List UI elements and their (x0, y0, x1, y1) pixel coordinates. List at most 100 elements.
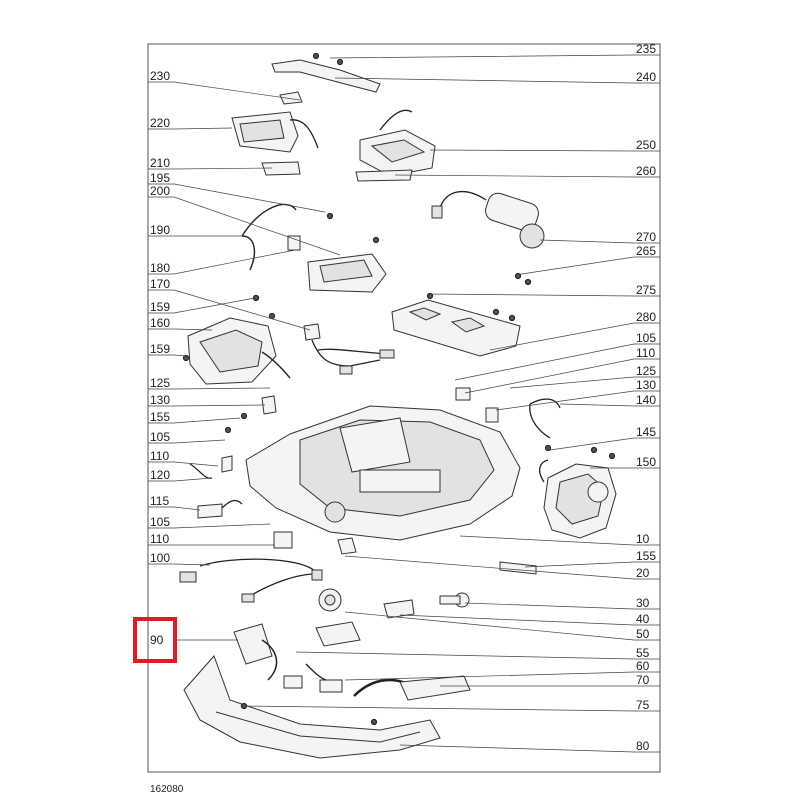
leader-line (489, 322, 660, 351)
leader-line (329, 54, 660, 59)
leader-line (429, 149, 660, 152)
callout-label: 159 (150, 342, 170, 356)
callout-c125b: 125 (509, 364, 660, 389)
callout-label: 170 (150, 277, 170, 291)
callout-c70: 70 (440, 673, 660, 687)
callout-label: 80 (636, 739, 650, 753)
leader-line (399, 614, 660, 626)
callout-c200: 200 (148, 184, 341, 256)
callout-label: 20 (636, 566, 650, 580)
leader-line (148, 461, 219, 467)
parts-artwork (179, 52, 617, 759)
callout-c40: 40 (399, 612, 660, 626)
callout-label: 220 (150, 116, 170, 130)
callout-label: 195 (150, 171, 170, 185)
leader-line (514, 256, 660, 276)
callout-label: 250 (636, 138, 656, 152)
leader-line (148, 167, 273, 170)
callout-label: 260 (636, 164, 656, 178)
callout-c220: 220 (148, 116, 233, 130)
leader-line (464, 602, 660, 610)
callout-label: 115 (150, 494, 169, 508)
callout-c275: 275 (429, 283, 660, 297)
leader-line (148, 387, 271, 390)
callout-label-90: 90 (150, 633, 164, 647)
callout-label: 280 (636, 310, 656, 324)
callout-c110b: 110 (148, 532, 275, 546)
leader-line (148, 439, 226, 444)
callout-label: 125 (150, 376, 170, 390)
leader-line (344, 555, 660, 580)
callout-c190: 190 (148, 223, 242, 237)
callout-label: 145 (636, 425, 656, 439)
callout-c20: 20 (344, 555, 660, 580)
callout-c60: 60 (344, 659, 660, 681)
callout-c120: 120 (148, 468, 213, 482)
leader-line (148, 196, 341, 256)
callout-label: 105 (150, 430, 170, 444)
callout-label: 30 (636, 596, 650, 610)
callout-c125a: 125 (148, 376, 271, 390)
leader-line (148, 297, 256, 314)
callout-label: 110 (150, 449, 169, 463)
callout-c195: 195 (148, 171, 326, 213)
leader-line (539, 239, 660, 244)
callout-label: 200 (150, 184, 170, 198)
leader-line (148, 404, 266, 407)
callout-label: 40 (636, 612, 650, 626)
callout-c159a: 159 (148, 297, 256, 314)
callout-label: 159 (150, 300, 170, 314)
leader-line (148, 477, 213, 482)
callout-c160: 160 (148, 316, 213, 331)
callout-c170: 170 (148, 277, 311, 331)
callout-label: 10 (636, 532, 650, 546)
diagram-frame (147, 43, 661, 773)
callout-label: 240 (636, 70, 656, 84)
callout-label: 160 (150, 316, 170, 330)
callout-c130b: 130 (495, 378, 660, 411)
callout-label: 130 (150, 393, 170, 407)
leader-line (148, 289, 311, 331)
leader-line (241, 705, 660, 712)
callout-c10: 10 (459, 532, 660, 546)
callout-label: 125 (636, 364, 656, 378)
callout-label: 270 (636, 230, 656, 244)
callout-c270: 270 (539, 230, 660, 244)
leader-line (334, 77, 660, 84)
callout-label: 60 (636, 659, 650, 673)
callout-c105a: 105 (148, 430, 226, 444)
leader-line (399, 744, 660, 753)
leader-line (459, 535, 660, 546)
callout-c50: 50 (344, 611, 660, 641)
callout-label: 55 (636, 646, 650, 660)
callout-c280: 280 (489, 310, 660, 351)
leader-line (148, 417, 241, 424)
callout-c235: 235 (329, 42, 660, 59)
leader-line (148, 127, 233, 130)
callout-label: 265 (636, 244, 656, 258)
callout-c105b: 105 (148, 515, 271, 529)
leader-line (295, 651, 660, 660)
callout-c155b: 155 (524, 549, 660, 568)
callout-c210: 210 (148, 156, 273, 170)
figure-number: 162080 (150, 784, 184, 795)
callout-label: 180 (150, 261, 170, 275)
highlighted-callout: 90 (133, 617, 238, 663)
callout-c55: 55 (295, 646, 660, 660)
callout-label: 110 (150, 532, 169, 546)
callout-c140: 140 (559, 393, 660, 407)
callout-c230: 230 (148, 69, 301, 101)
callout-c260: 260 (394, 164, 660, 178)
leader-line (495, 390, 660, 411)
leader-line (559, 403, 660, 407)
callout-c75: 75 (241, 698, 660, 712)
leader-line (148, 506, 201, 511)
callout-label: 110 (636, 346, 655, 360)
callout-label: 275 (636, 283, 656, 297)
callout-c80: 80 (399, 739, 660, 753)
callout-c110c: 110 (464, 346, 660, 394)
callout-label: 235 (636, 42, 656, 56)
callout-label: 105 (636, 331, 656, 345)
